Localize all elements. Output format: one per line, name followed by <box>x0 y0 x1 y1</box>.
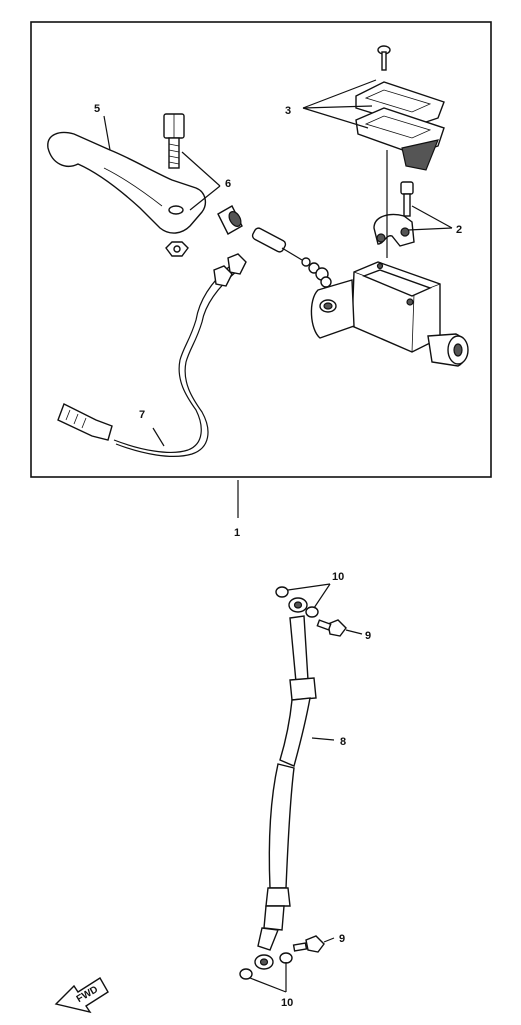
brake-hose <box>254 597 317 970</box>
callout-1: 1 <box>234 527 240 539</box>
callout-2: 2 <box>456 224 462 236</box>
master-cylinder <box>310 261 469 367</box>
crush-washers <box>239 586 319 980</box>
callout-7: 7 <box>139 409 145 421</box>
lever-bolt <box>163 113 185 169</box>
union-bolt-bottom <box>292 935 325 953</box>
clamp-bolt <box>400 181 414 217</box>
leader-lines <box>103 79 453 993</box>
lever-bushing <box>217 205 243 235</box>
callout-10-bottom: 10 <box>281 997 293 1009</box>
reservoir-diaphragm <box>355 107 445 171</box>
brake-lever <box>47 131 207 234</box>
callout-3: 3 <box>285 105 291 117</box>
assembly-frame <box>30 21 492 478</box>
union-bolt-top <box>316 619 347 637</box>
lever-nut <box>165 241 189 257</box>
piston-assembly <box>251 227 332 288</box>
reservoir-cap <box>355 81 445 127</box>
cap-screw <box>377 45 391 71</box>
brake-switch-wire <box>57 253 247 457</box>
arrow-fwd-icon: FWD <box>54 977 109 1014</box>
callout-6: 6 <box>225 178 231 190</box>
callout-5: 5 <box>94 103 100 115</box>
clamp-holder <box>373 213 415 247</box>
callout-9-bottom: 9 <box>339 933 345 945</box>
callout-9-top: 9 <box>365 630 371 642</box>
callout-8: 8 <box>340 736 346 748</box>
callout-10-top: 10 <box>332 571 344 583</box>
